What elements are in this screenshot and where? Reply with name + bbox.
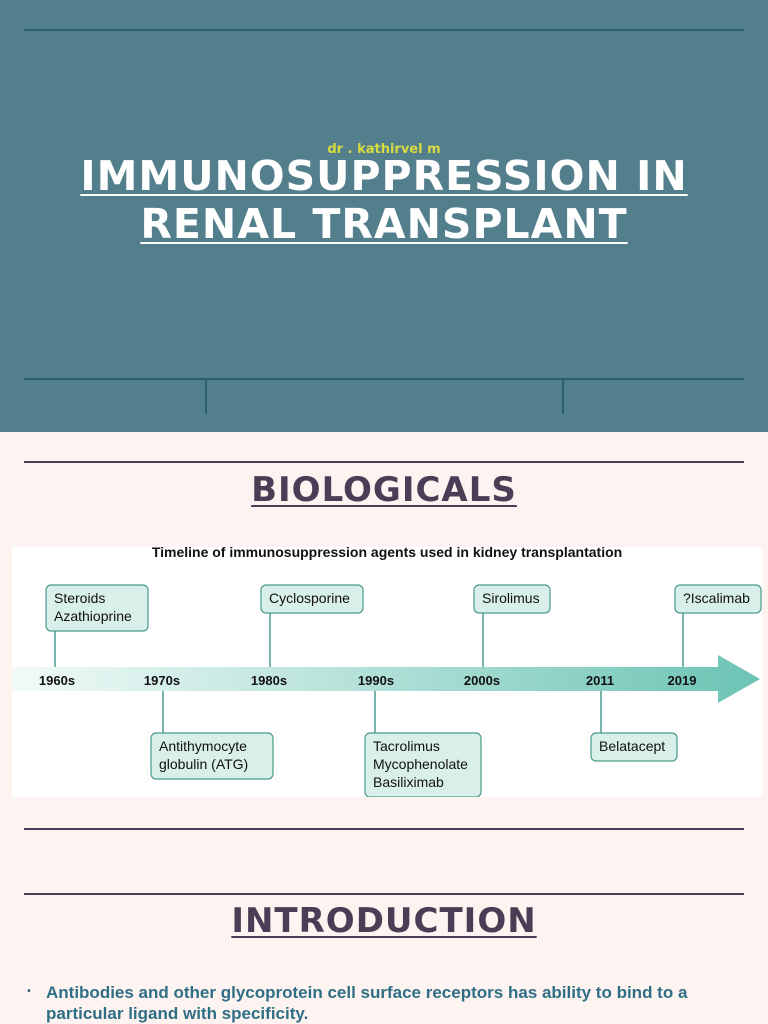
timeline-svg: Timeline of immunosuppression agents use…: [12, 547, 762, 797]
agent-label: Azathioprine: [54, 608, 132, 624]
biologicals-bottom-divider: [24, 828, 744, 830]
agent-label: Antithymocyte: [159, 738, 247, 754]
agent-box: [150, 732, 274, 780]
decade-label: 1990s: [358, 673, 394, 688]
bottom-divider: [24, 378, 744, 380]
decade-label: 2000s: [464, 673, 500, 688]
timeline-figure: Timeline of immunosuppression agents use…: [12, 547, 762, 797]
agent-box: [674, 584, 762, 614]
decade-label: 1970s: [144, 673, 180, 688]
biologicals-top-divider: [24, 461, 744, 463]
bullet-marker: •: [26, 986, 32, 997]
introduction-heading: INTRODUCTION: [231, 901, 537, 941]
footer-divider-right: [562, 378, 564, 414]
agent-label: Belatacept: [599, 738, 665, 754]
agent-box: [260, 584, 364, 614]
agent-label: Tacrolimus: [373, 738, 440, 754]
figure-title: Timeline of immunosuppression agents use…: [152, 547, 622, 560]
top-divider: [24, 29, 744, 31]
agent-label: Mycophenolate: [373, 756, 468, 772]
biologicals-heading: BIOLOGICALS: [251, 470, 517, 510]
timeline-arrow: [12, 655, 760, 703]
title-slide: dr . kathirvel m IMMUNOSUPPRESSION IN RE…: [0, 0, 768, 432]
agent-box: [590, 732, 678, 762]
slide-title: IMMUNOSUPPRESSION IN RENAL TRANSPLANT: [20, 152, 748, 248]
agent-label: ?Iscalimab: [683, 590, 750, 606]
decade-label: 2011: [586, 673, 614, 688]
agent-box: [473, 584, 551, 614]
decade-label: 1980s: [251, 673, 287, 688]
agent-label: Cyclosporine: [269, 590, 350, 606]
introduction-bullet: Antibodies and other glycoprotein cell s…: [46, 983, 688, 1023]
agent-label: Steroids: [54, 590, 105, 606]
introduction-top-divider: [24, 893, 744, 895]
decade-label: 2019: [668, 673, 697, 688]
author-name: dr . kathirvel m: [327, 142, 441, 157]
agent-label: Basiliximab: [373, 774, 444, 790]
decade-label: 1960s: [39, 673, 75, 688]
footer-divider-left: [205, 378, 207, 414]
agent-label: globulin (ATG): [159, 756, 248, 772]
slide-title-line2: RENAL TRANSPLANT: [140, 200, 628, 248]
agent-box: [45, 584, 149, 632]
slide-title-line1: IMMUNOSUPPRESSION IN: [80, 152, 688, 200]
agent-label: Sirolimus: [482, 590, 540, 606]
agent-box: [364, 732, 482, 797]
